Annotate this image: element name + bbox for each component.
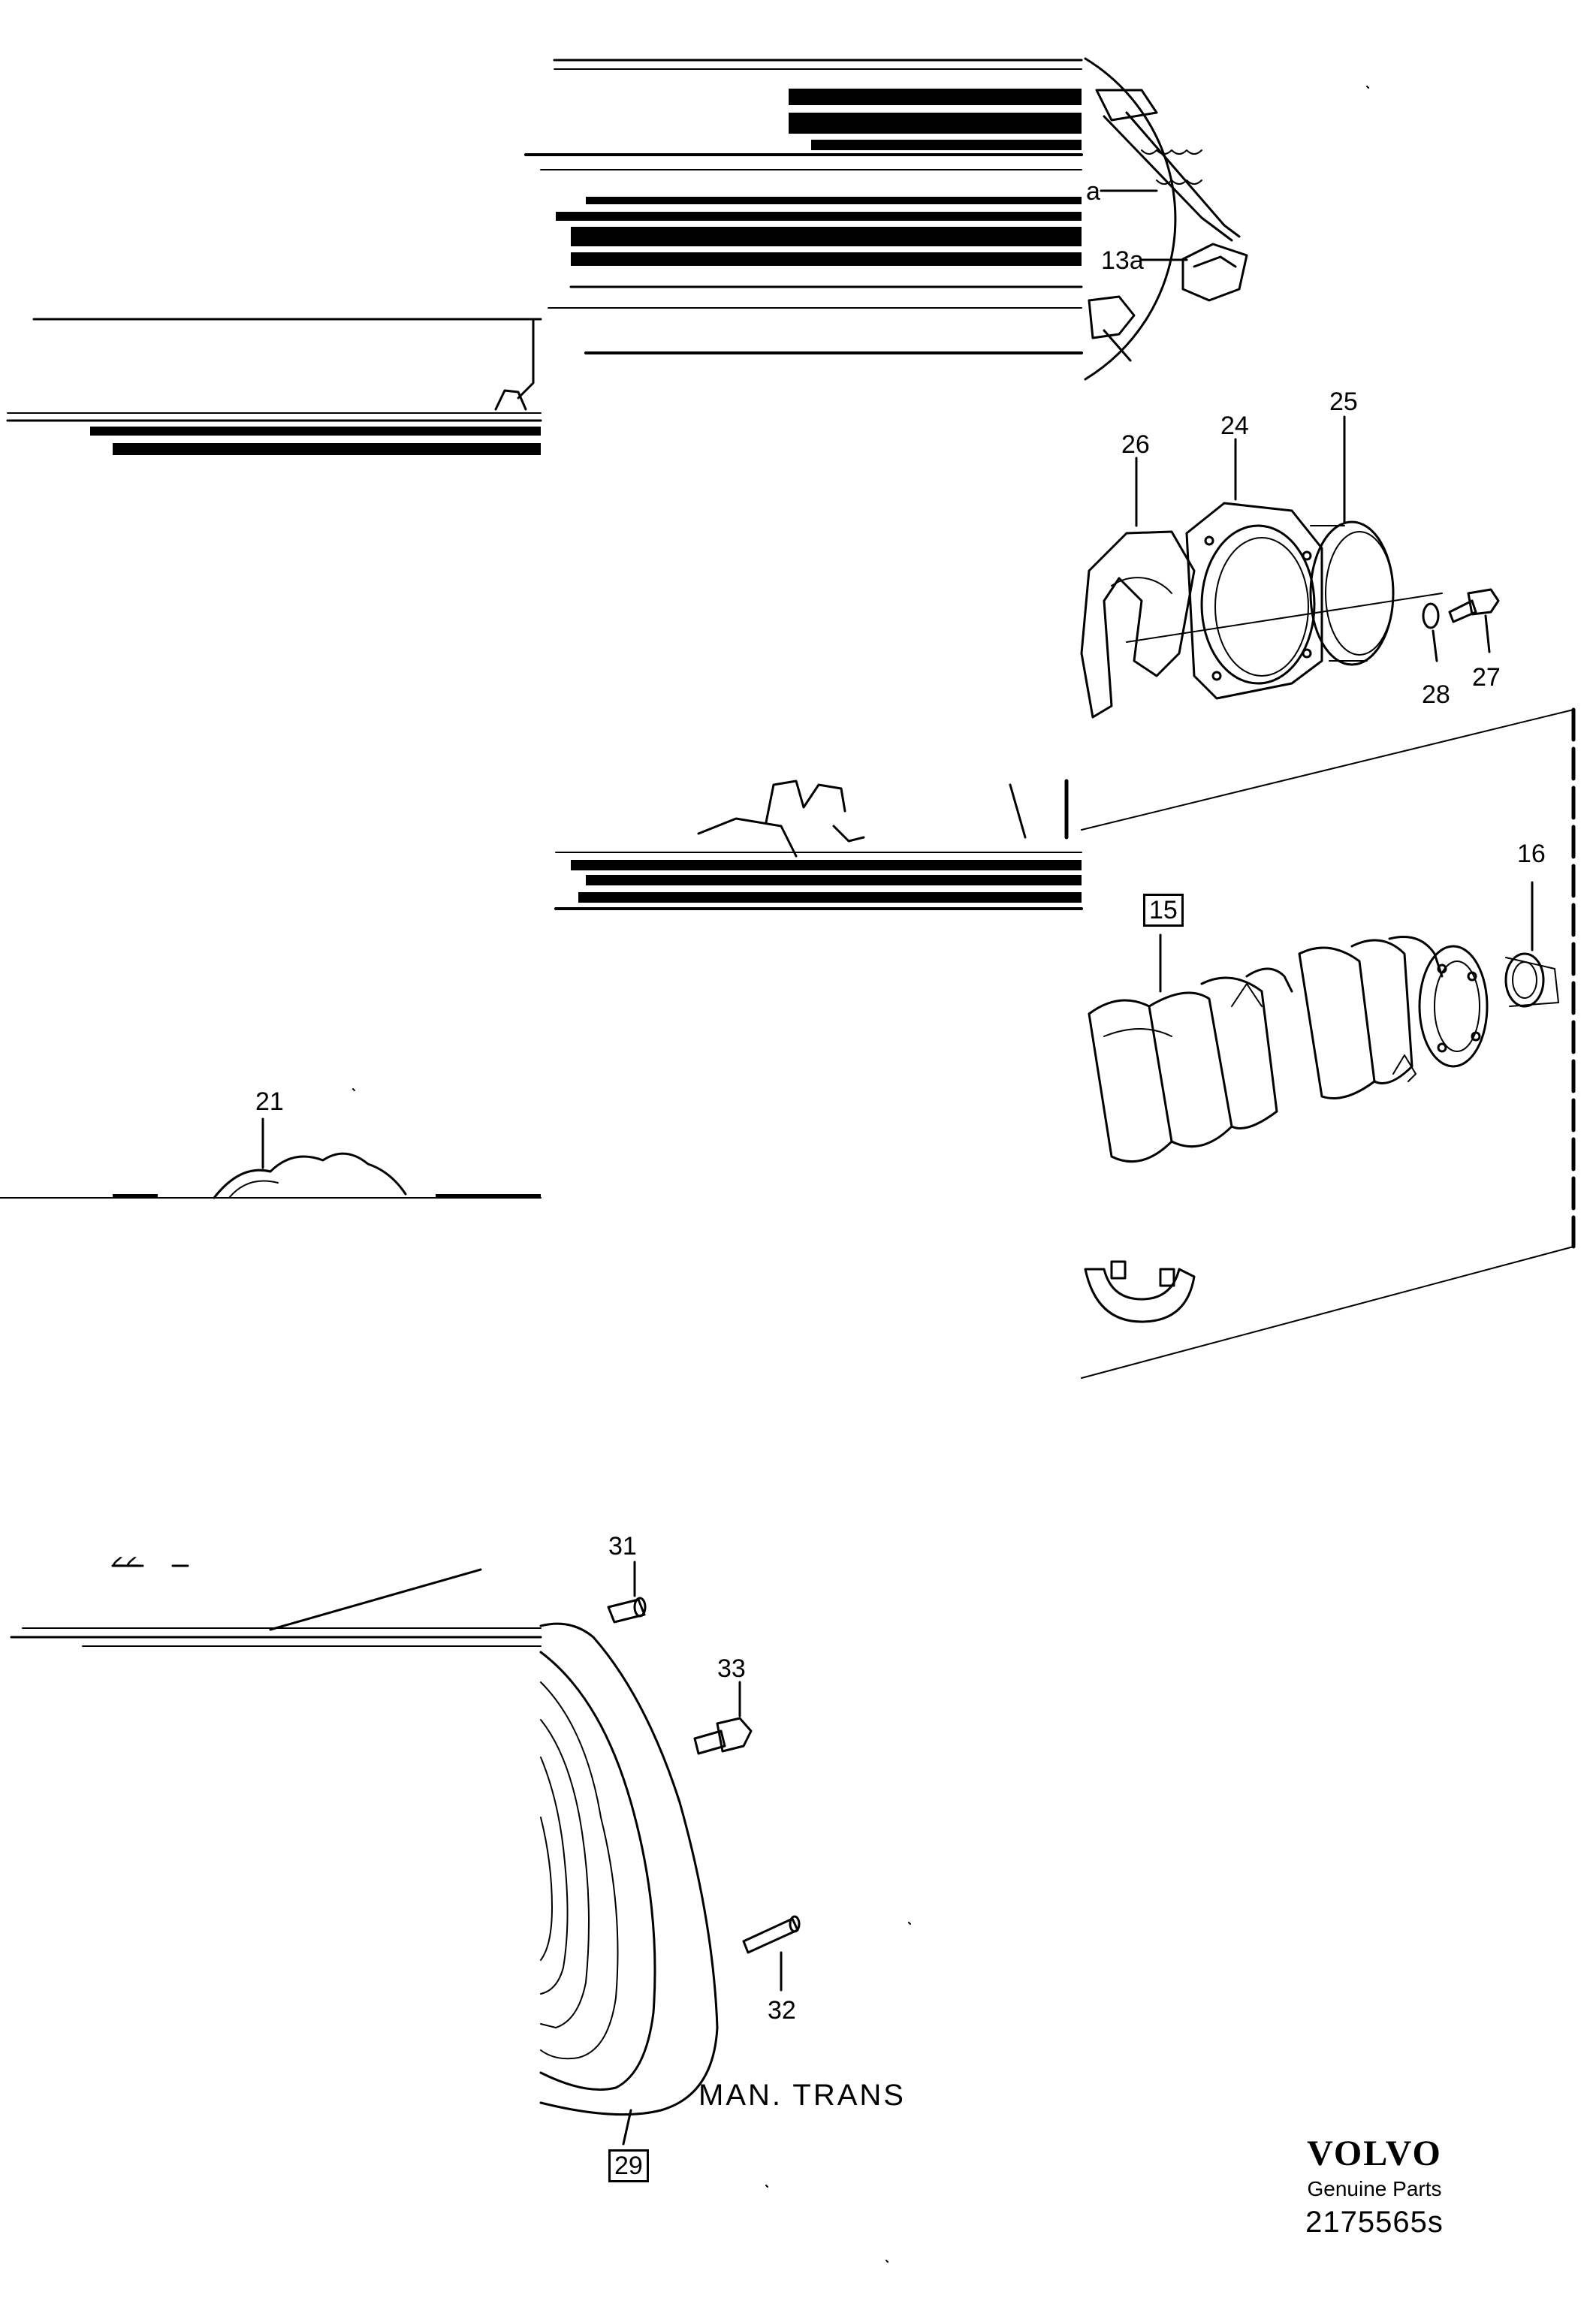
callout-22: 22 (111, 1544, 140, 1573)
callout-28: 28 (1422, 680, 1450, 709)
item-22-cut (10, 1564, 542, 1647)
callout-27: 27 (1472, 663, 1501, 692)
callout-13a: 13a (1101, 246, 1144, 275)
callout-31: 31 (608, 1532, 637, 1561)
crankshaft-panel (1081, 707, 1576, 1379)
callout-16: 16 (1517, 840, 1546, 868)
callout-33: 33 (717, 1654, 746, 1683)
callout-24: 24 (1220, 412, 1249, 440)
callout-32: 32 (768, 1996, 796, 2025)
volvo-logo: VOLVO (1307, 2134, 1442, 2173)
flywheel-assembly (539, 1561, 801, 2146)
callout-21: 21 (255, 1087, 284, 1116)
branding-block: VOLVO Genuine Parts 2175565s (1277, 2133, 1472, 2239)
scan-specks (352, 86, 1369, 2263)
item-21-cut (0, 1117, 542, 1199)
genuine-parts-label: Genuine Parts (1307, 2177, 1442, 2200)
detail-circle-13a (1084, 57, 1248, 381)
rear-seal-assembly (1080, 415, 1500, 719)
callout-26: 26 (1121, 430, 1150, 459)
callout-a: a (1086, 177, 1100, 206)
transmission-caption: MAN. TRANS (698, 2079, 906, 2112)
engine-block-top-section (6, 59, 1083, 455)
callout-25: 25 (1329, 388, 1358, 416)
engine-block-middle-section (554, 779, 1083, 910)
callout-15: 15 (1143, 894, 1184, 927)
diagram-code: 2175565s (1305, 2206, 1444, 2239)
callout-29: 29 (608, 2149, 649, 2182)
